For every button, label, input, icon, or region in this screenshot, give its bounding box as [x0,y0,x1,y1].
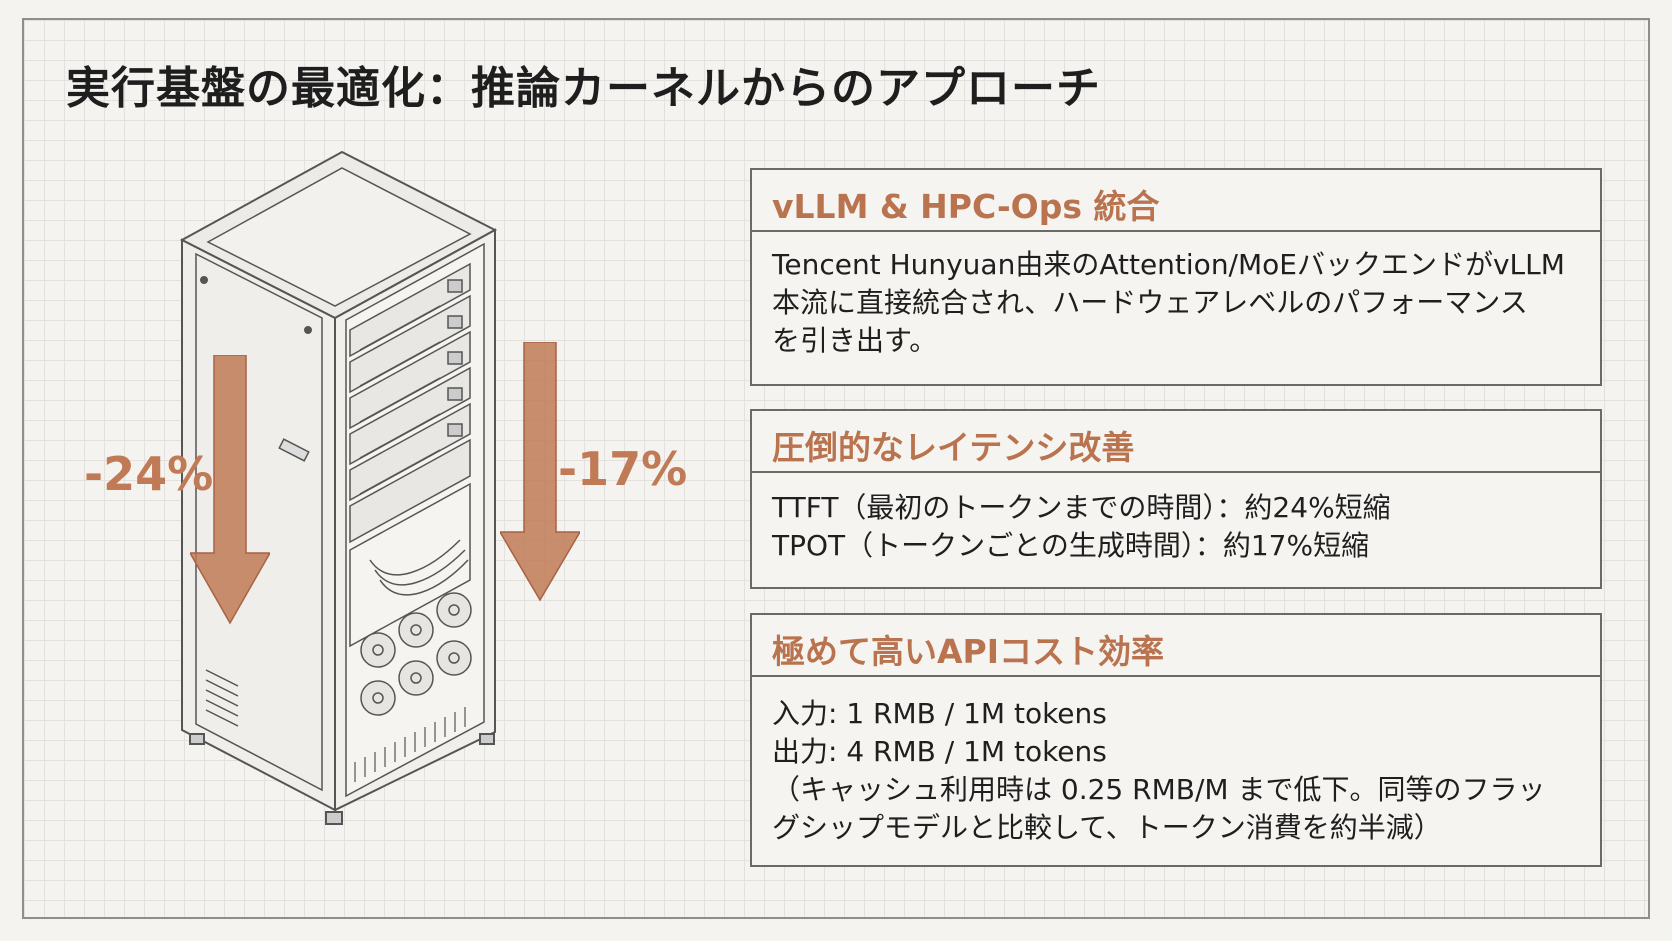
right-down-arrow [500,342,580,602]
card-vllm-integration: vLLM & HPC-Ops 統合 Tencent Hunyuan由来のAtte… [750,168,1602,386]
card-text-line: を引き出す。 [772,324,938,357]
card-text-line: TPOT（トークンごとの生成時間）：約17%短縮 [772,529,1370,562]
card-text-line: 本流に直接統合され、ハードウェアレベルのパフォーマンス [772,286,1528,319]
card-latency-improvement: 圧倒的なレイテンシ改善 TTFT（最初のトークンまでの時間）：約24%短縮 TP… [750,409,1602,589]
card-body: TTFT（最初のトークンまでの時間）：約24%短縮 TPOT（トークンごとの生成… [752,473,1600,565]
card-body: 入力: 1 RMB / 1M tokens 出力: 4 RMB / 1M tok… [752,677,1600,847]
card-heading: vLLM & HPC-Ops 統合 [752,170,1600,232]
card-body: Tencent Hunyuan由来のAttention/MoEバックエンドがvL… [752,232,1600,360]
card-heading: 極めて高いAPIコスト効率 [752,615,1600,677]
card-text-line: TTFT（最初のトークンまでの時間）：約24%短縮 [772,491,1391,524]
card-text-line: （キャッシュ利用時は 0.25 RMB/M まで低下。同等のフラッ [772,773,1546,806]
server-rack-illustration [179,150,498,825]
card-text-line: Tencent Hunyuan由来のAttention/MoEバックエンドがvL… [772,248,1565,281]
ttft-reduction-label: -24% [84,447,214,501]
card-api-cost-efficiency: 極めて高いAPIコスト効率 入力: 1 RMB / 1M tokens 出力: … [750,613,1602,867]
page-title: 実行基盤の最適化：推論カーネルからのアプローチ [66,63,1101,114]
card-text-line: 出力: 4 RMB / 1M tokens [772,735,1107,768]
card-text-line: グシップモデルと比較して、トークン消費を約半減） [772,811,1442,844]
card-heading: 圧倒的なレイテンシ改善 [752,411,1600,473]
left-down-arrow [190,355,270,625]
tpot-reduction-label: -17% [558,442,688,496]
card-text-line: 入力: 1 RMB / 1M tokens [772,697,1107,730]
